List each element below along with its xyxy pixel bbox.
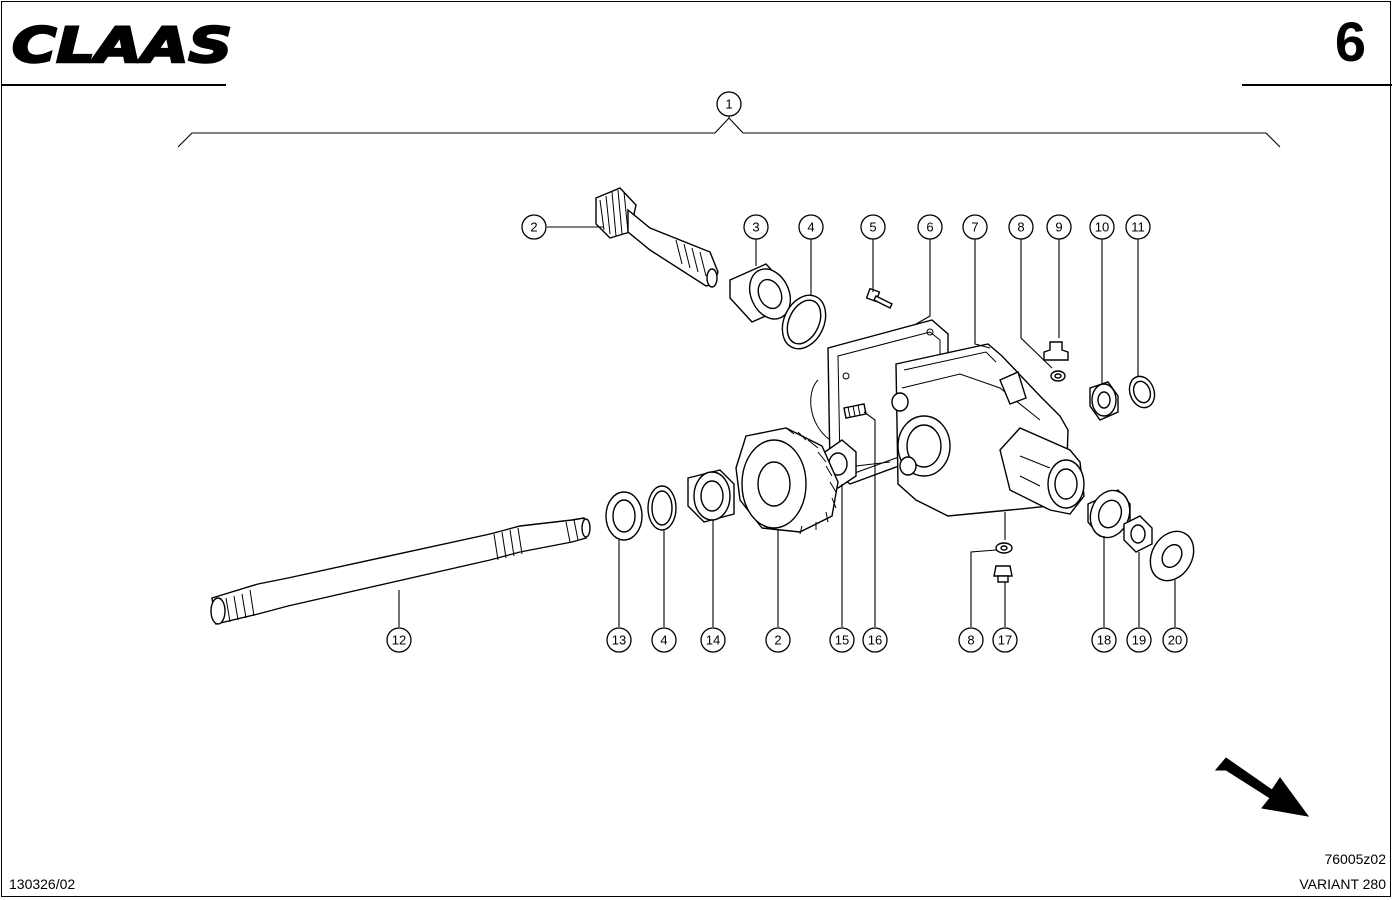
callout-7: 7 <box>962 214 988 240</box>
header-rule-right <box>1242 84 1392 86</box>
callout-19: 19 <box>1126 627 1152 653</box>
gearbox-housing-7 <box>810 343 1085 517</box>
assembly-bracket <box>177 117 1281 148</box>
svg-text:4: 4 <box>660 633 667 648</box>
model-name: VARIANT 280 <box>1299 876 1386 892</box>
drain-plug-17 <box>993 565 1013 583</box>
callout-2-upper: 2 <box>521 214 547 240</box>
svg-text:13: 13 <box>612 633 626 648</box>
bearing-18 <box>1087 489 1131 539</box>
callout-4-lower: 4 <box>651 627 677 653</box>
callout-15: 15 <box>829 627 855 653</box>
bearing-3 <box>729 263 792 323</box>
svg-text:5: 5 <box>869 220 876 235</box>
leader-lines <box>398 226 1176 627</box>
page-number: 6 <box>1334 10 1366 73</box>
callout-3: 3 <box>743 214 769 240</box>
callout-20: 20 <box>1162 627 1188 653</box>
callout-5: 5 <box>860 214 886 240</box>
svg-text:11: 11 <box>1131 220 1145 235</box>
svg-text:7: 7 <box>971 220 978 235</box>
svg-text:1: 1 <box>725 97 732 112</box>
bolt-5 <box>865 287 893 309</box>
svg-text:15: 15 <box>835 633 849 648</box>
svg-text:16: 16 <box>868 633 882 648</box>
svg-text:12: 12 <box>392 633 406 648</box>
callout-4-upper: 4 <box>798 214 824 240</box>
callout-14: 14 <box>700 627 726 653</box>
svg-text:2: 2 <box>530 220 537 235</box>
output-shaft-12 <box>210 517 591 625</box>
callout-13: 13 <box>606 627 632 653</box>
callout-18: 18 <box>1091 627 1117 653</box>
o-ring-4-lower <box>647 485 677 531</box>
header-rule-left <box>1 84 226 86</box>
svg-text:4: 4 <box>807 220 814 235</box>
svg-text:2: 2 <box>774 633 781 648</box>
callout-10: 10 <box>1089 214 1115 240</box>
callout-2-lower: 2 <box>765 627 791 653</box>
svg-text:20: 20 <box>1168 633 1182 648</box>
ring-11 <box>1128 375 1156 409</box>
breather-valve-9 <box>1043 341 1069 361</box>
figure-code: 76005z02 <box>1324 851 1386 867</box>
callout-1: 1 <box>716 91 742 117</box>
svg-text:17: 17 <box>998 633 1012 648</box>
direction-arrow-icon <box>1214 757 1310 817</box>
svg-text:8: 8 <box>1017 220 1024 235</box>
drawing-code: 130326/02 <box>9 876 76 892</box>
bearing-10 <box>1089 381 1119 421</box>
callout-17: 17 <box>992 627 1018 653</box>
crown-gear-2 <box>735 427 839 535</box>
seal-13 <box>605 491 643 541</box>
washer-8-lower <box>995 542 1013 554</box>
callout-12: 12 <box>386 627 412 653</box>
svg-text:8: 8 <box>967 633 974 648</box>
pinion-shaft <box>595 187 719 288</box>
callout-8-lower: 8 <box>958 627 984 653</box>
svg-text:14: 14 <box>706 633 720 648</box>
o-ring-4-upper <box>781 294 827 350</box>
callout-11: 11 <box>1125 214 1151 240</box>
callout-9: 9 <box>1046 214 1072 240</box>
claas-logo: CLAAS <box>11 22 234 68</box>
callout-16: 16 <box>862 627 888 653</box>
washer-8-upper <box>1050 370 1066 382</box>
svg-text:10: 10 <box>1095 220 1109 235</box>
callout-8-upper: 8 <box>1008 214 1034 240</box>
callout-6: 6 <box>917 214 943 240</box>
nut-19 <box>1123 515 1153 553</box>
svg-text:CLAAS: CLAAS <box>12 22 232 68</box>
svg-text:9: 9 <box>1055 220 1062 235</box>
washer-20 <box>1149 530 1195 582</box>
svg-text:19: 19 <box>1132 633 1146 648</box>
svg-text:6: 6 <box>926 220 933 235</box>
bearing-14 <box>687 469 735 523</box>
svg-text:18: 18 <box>1097 633 1111 648</box>
svg-text:3: 3 <box>752 220 759 235</box>
